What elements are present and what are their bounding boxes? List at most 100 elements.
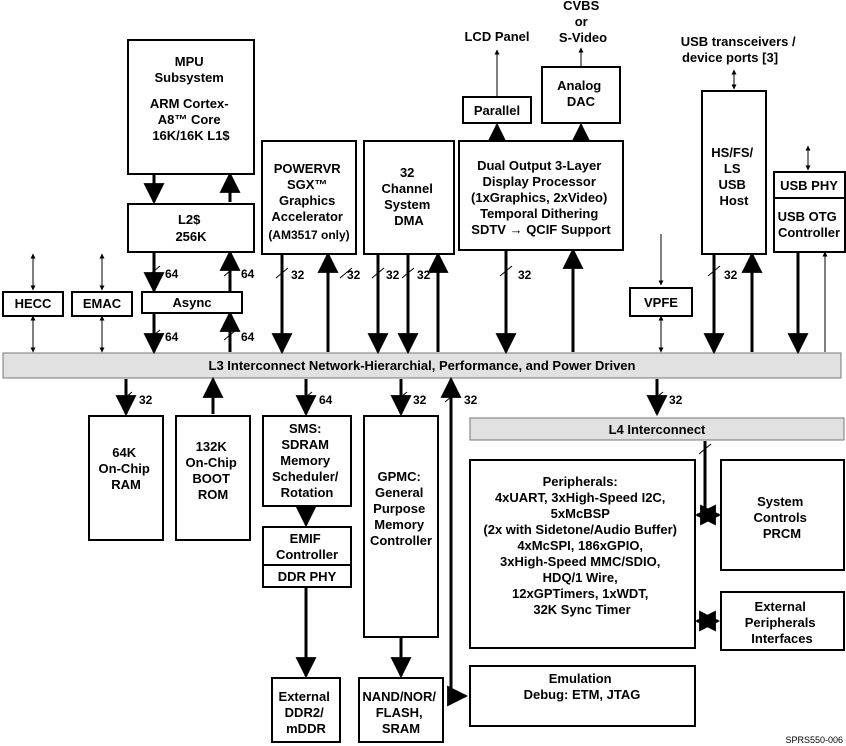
usb-host-line: HS/FS/: [711, 145, 753, 160]
usb-ports-label: USB transceivers / device ports [3]: [681, 34, 800, 65]
usb-host-line: LS: [724, 161, 741, 176]
usb-ports-line: device ports [3]: [682, 50, 778, 65]
mpu-line: Subsystem: [155, 70, 224, 85]
extddr-line: mDDR: [286, 721, 326, 736]
boot-rom-block: 132K On-Chip BOOT ROM: [175, 415, 251, 541]
dac-line: DAC: [567, 94, 596, 109]
svg-text:External Peripherals: External Peripherals Interfaces: [745, 599, 819, 646]
figure-code: SPRS550-006: [785, 735, 843, 745]
cvbs-line: or: [575, 14, 588, 29]
width-label: 32: [724, 268, 738, 282]
dma-line: System: [384, 197, 430, 212]
powervr-block: POWERVR SGX™ Graphics Accelerator (AM351…: [261, 140, 357, 255]
dac-line: Analog: [557, 78, 601, 93]
async-bridge: Async: [141, 291, 243, 314]
sysctl-line: PRCM: [763, 526, 801, 541]
l2-line: 256K: [175, 229, 207, 244]
width-label: 32: [413, 393, 427, 407]
width-label: 32: [669, 393, 683, 407]
dma-block: 32 Channel System DMA: [363, 140, 455, 255]
svg-text:System Controls PR: System Controls PRCM: [753, 494, 810, 541]
mpu-line: ARM Cortex-: [150, 96, 229, 111]
system-controls-block: System Controls PRCM: [720, 459, 845, 571]
rom-line: BOOT: [192, 471, 230, 486]
sms-line: SMS:: [289, 421, 322, 436]
dma-line: 32: [400, 165, 414, 180]
hecc-block: HECC: [2, 291, 64, 317]
usb-host-line: USB: [718, 177, 745, 192]
svg-text:64K On-Chip RAM: 64K On-Chip RAM: [99, 445, 154, 492]
gpmc-line: Controller: [370, 533, 432, 548]
peripherals-line: HDQ/1 Wire,: [543, 570, 618, 585]
rom-line: 132K: [196, 439, 228, 454]
display-line: Temporal Dithering: [480, 206, 598, 221]
peripherals-line: 3xHigh-Speed MMC/SDIO,: [500, 554, 660, 569]
svg-text:POWERVR SGX™ Graph: POWERVR SGX™ Graphics Accelerator (AM351…: [268, 161, 349, 242]
gpmc-line: GPMC:: [378, 469, 421, 484]
display-line: Display Processor: [482, 174, 595, 189]
l2-cache: L2$ 256K: [127, 203, 255, 253]
svg-text:MPU Subsystem ARM: MPU Subsystem ARM Cortex- A8™ Core 16K/1…: [150, 54, 232, 143]
peripherals-line: 5xMcBSP: [551, 506, 611, 521]
cvbs-line: CVBS: [563, 0, 599, 13]
vpfe-label: VPFE: [644, 295, 678, 310]
width-label: 32: [291, 268, 305, 282]
emif-line: EMIF: [290, 531, 321, 546]
svg-text:EMIF Controller: EMIF Controller: [276, 531, 338, 562]
extddr-line: External: [279, 689, 330, 704]
powervr-line: Accelerator: [271, 209, 343, 224]
analog-dac-block: Analog DAC: [541, 66, 621, 124]
svg-text:32 Channel System: 32 Channel System DMA: [382, 165, 437, 228]
peripherals-line: Peripherals:: [543, 474, 618, 489]
width-label: 64: [241, 330, 255, 344]
powervr-line: SGX™: [287, 177, 327, 192]
svg-text:Emulation Debug: ETM, JT: Emulation Debug: ETM, JTAG: [524, 671, 641, 702]
mpu-line: A8™ Core: [158, 112, 221, 127]
svg-text:Dual Output 3-Layer Disp: Dual Output 3-Layer Display Processor (1…: [471, 158, 611, 237]
emif-block: EMIF Controller DDR PHY: [262, 526, 352, 588]
l3-interconnect: L3 Interconnect Network-Hierarchial, Per…: [2, 352, 842, 379]
cvbs-label: CVBS or S-Video: [559, 0, 607, 45]
external-ddr-block: External DDR2/ mDDR: [271, 677, 341, 743]
nand-block: NAND/NOR/ FLASH, SRAM: [358, 677, 444, 743]
l2-line: L2$: [178, 212, 201, 227]
width-label: 32: [139, 393, 153, 407]
sysctl-line: Controls: [753, 510, 806, 525]
gpmc-block: GPMC: General Purpose Memory Controller: [363, 415, 439, 638]
svg-text:L2$ 256K: L2$ 256K: [175, 212, 207, 244]
peripherals-line: 4xMcSPI, 186xGPIO,: [517, 538, 643, 553]
svg-text:USB OTG Controller: USB OTG Controller: [778, 209, 841, 240]
rom-line: ROM: [198, 487, 228, 502]
width-label: 32: [417, 268, 431, 282]
peripherals-line: 12xGPTimers, 1xWDT,: [512, 586, 648, 601]
svg-text:NAND/NOR/ FLASH, S: NAND/NOR/ FLASH, SRAM: [362, 689, 439, 736]
emac-block: EMAC: [71, 291, 133, 317]
async-label: Async: [172, 295, 211, 310]
nand-line: SRAM: [382, 721, 420, 736]
display-line: Dual Output 3-Layer: [477, 158, 601, 173]
parallel-block: Parallel: [462, 96, 532, 124]
lcd-panel-label: LCD Panel: [464, 29, 529, 44]
usb-host-block: HS/FS/ LS USB Host: [701, 90, 767, 255]
bus-widths: 64 64 64 64 32 32 32 32 32 32 32 64 32 3…: [119, 265, 738, 455]
display-processor: Dual Output 3-Layer Display Processor (1…: [458, 140, 624, 251]
gpmc-line: Purpose: [373, 501, 425, 516]
sms-line: Rotation: [281, 485, 334, 500]
extperiph-line: Peripherals: [745, 615, 816, 630]
external-peripherals-block: External Peripherals Interfaces: [720, 591, 845, 651]
sms-line: SDRAM: [281, 437, 329, 452]
powervr-line: POWERVR: [274, 161, 342, 176]
dma-line: DMA: [394, 213, 424, 228]
emac-label: EMAC: [83, 296, 122, 311]
emulation-block: Emulation Debug: ETM, JTAG: [469, 665, 696, 727]
ddr-phy-label: DDR PHY: [278, 569, 337, 584]
usb-host-line: Host: [720, 193, 750, 208]
sysctl-line: System: [757, 494, 803, 509]
svg-text:Peripherals: 4xUART, 3xH: Peripherals: 4xUART, 3xHigh-Speed I2C, 5…: [483, 474, 680, 617]
width-label: 64: [241, 267, 255, 281]
svg-text:External DDR2/ mDD: External DDR2/ mDDR: [279, 689, 334, 736]
width-label: 32: [464, 393, 478, 407]
gpmc-line: General: [375, 485, 423, 500]
extperiph-line: External: [755, 599, 806, 614]
emulation-line: Emulation: [549, 671, 612, 686]
